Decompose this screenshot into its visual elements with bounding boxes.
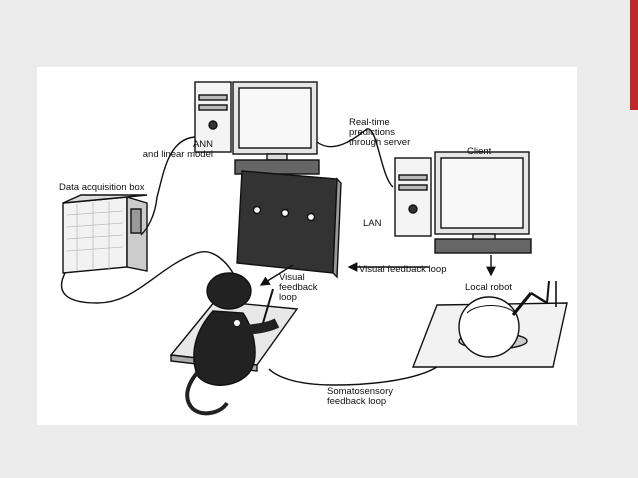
label-visual-feedback-loop-left: Visual feedback loop <box>279 272 318 303</box>
label-realtime-predictions: Real-time predictions through server <box>349 117 411 148</box>
label-data-acquisition-box: Data acquisition box <box>59 182 145 193</box>
label-client: Client <box>467 146 492 157</box>
server-computer-icon <box>194 81 320 175</box>
diagram-panel: ANN and linear model Real-time predictio… <box>37 67 577 425</box>
robot-arm-icon <box>411 280 568 368</box>
label-visual-feedback-loop: Visual feedback loop <box>359 264 447 275</box>
label-local-robot: Local robot <box>465 282 513 293</box>
cable-server-to-box <box>140 136 196 236</box>
accent-bar <box>630 0 638 110</box>
label-ann: ANN and linear model <box>142 139 213 160</box>
diagram-canvas <box>60 81 568 416</box>
cable-box-to-monkey <box>60 251 234 304</box>
label-somatosensory-feedback-loop: Somatosensory feedback loop <box>327 386 394 407</box>
arrow-screen-to-monkey <box>259 264 294 286</box>
label-lan: LAN <box>363 218 382 229</box>
cable-server-to-client <box>316 128 394 188</box>
monkey-icon <box>169 272 299 416</box>
client-computer-icon <box>394 151 532 254</box>
display-screen-icon <box>236 170 342 279</box>
data-acquisition-box-icon <box>62 194 148 274</box>
somatosensory-line <box>268 366 438 386</box>
